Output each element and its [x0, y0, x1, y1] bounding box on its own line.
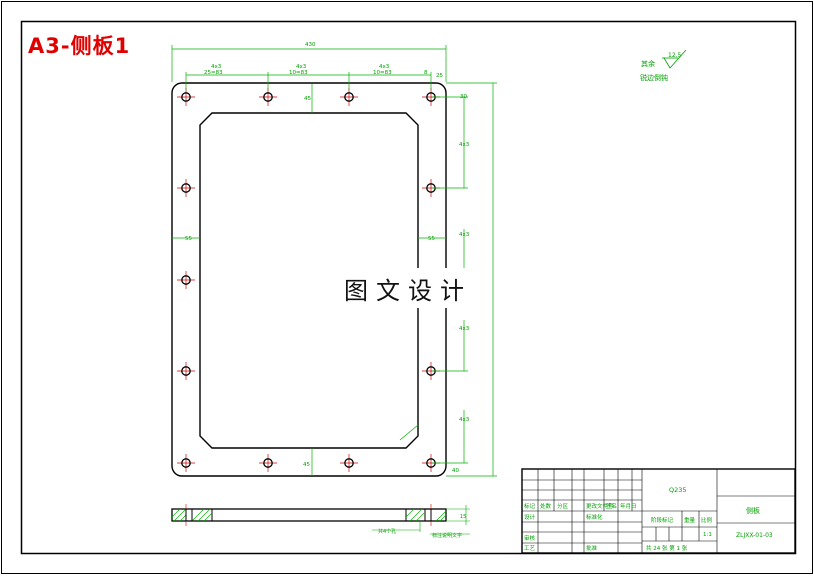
section-note-2: 标注说明文字 [432, 532, 462, 539]
dim-bottom-inner: 45 [303, 462, 310, 468]
section-note-1: 共4个孔 [378, 528, 396, 535]
tb-scale: 1:1 [703, 532, 712, 538]
watermark-text: 图文设计 [334, 268, 482, 308]
tb-header-zone: 分区 [557, 502, 569, 510]
plate-window [199, 112, 419, 449]
bolt-hole [177, 454, 195, 472]
section-hatch-right [405, 508, 447, 522]
bolt-hole [177, 88, 195, 106]
section-hatch-left [171, 508, 213, 522]
drawing-title: A3-侧板1 [28, 34, 131, 58]
bolt-hole [259, 88, 277, 106]
tb-part-name: 侧板 [746, 506, 760, 515]
section-view: 15 共4个孔 标注说明文字 [171, 504, 470, 539]
dim-right-3: 4x3 [459, 232, 470, 238]
dim-right-1: 30 [460, 94, 467, 100]
section-outline [171, 508, 447, 522]
tb-role-design: 设计 [524, 513, 536, 521]
dim-side-left: 55 [185, 236, 192, 242]
roughness-label: 其余 [641, 59, 655, 68]
surface-roughness-note: 其余 12.5 锐边倒钝 [640, 49, 687, 82]
dim-right-6: 40 [452, 468, 459, 474]
dim-top-right-b: 25 [436, 73, 443, 79]
tb-header-count: 处数 [540, 502, 552, 510]
dim-overall-width: 430 [305, 42, 316, 48]
tb-role-standard: 标准化 [586, 513, 603, 521]
bolt-hole [340, 88, 358, 106]
dimension-lines [171, 45, 497, 477]
tb-sheet-info: 共 24 张 第 1 张 [646, 544, 688, 552]
tb-header-mark: 标记 [524, 502, 536, 510]
dim-top-right-a: 8 [424, 70, 428, 76]
dim-right-5: 4x3 [459, 417, 470, 423]
roughness-note: 锐边倒钝 [640, 73, 668, 82]
bolt-holes [177, 88, 440, 472]
tb-header-sign: 签名 [606, 502, 617, 510]
tb-header-date: 年月日 [620, 502, 637, 510]
bolt-hole [340, 454, 358, 472]
tb-stage: 阶段标记 [651, 516, 674, 524]
dim-top-spacing-3: 10=83 [373, 70, 392, 76]
section-thickness: 15 [460, 514, 466, 520]
dim-right-4: 4x3 [459, 326, 470, 332]
tb-role-process: 工艺 [524, 545, 536, 552]
bolt-hole [177, 179, 195, 197]
roughness-value: 12.5 [668, 52, 682, 59]
bolt-hole [177, 362, 195, 380]
tb-weight: 重量 [684, 516, 696, 524]
dim-top-count-1: 4x3 [211, 64, 222, 70]
title-block: 标记 处数 分区 更改文件号 签名 年月日 设计 标准化 审核 工艺 批准 阶段… [521, 468, 796, 554]
dim-top-spacing-1: 25=83 [204, 70, 223, 76]
roughness-symbol-icon [663, 49, 687, 69]
dim-top-count-2: 4x3 [296, 64, 307, 70]
tb-role-approve: 批准 [586, 544, 598, 552]
tb-header-doc: 更改文件号 [586, 502, 614, 510]
dim-right-2: 4x3 [459, 142, 470, 148]
tb-material: Q235 [669, 486, 687, 494]
dim-top-count-3: 4x3 [379, 64, 390, 70]
bolt-hole [177, 271, 195, 289]
dim-top-inner: 45 [304, 96, 311, 102]
inner-frame [20, 20, 797, 555]
dim-top-spacing-2: 10=83 [289, 70, 308, 76]
tb-role-review: 审核 [524, 534, 536, 542]
bolt-hole [259, 454, 277, 472]
dimension-texts: 430 4x3 25=83 4x3 10=83 4x3 10=83 8 25 5… [185, 42, 470, 474]
tb-drawing-no: ZLJXX-01-03 [736, 532, 773, 539]
dim-side-right: 55 [428, 236, 435, 242]
tb-scale-label: 比例 [701, 516, 713, 524]
